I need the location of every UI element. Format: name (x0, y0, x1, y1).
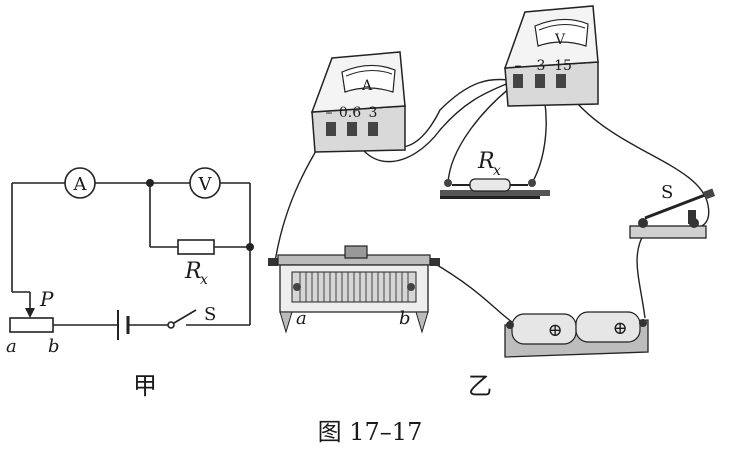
physical-rx-subscript: x (493, 163, 501, 179)
junction-dot (146, 179, 154, 187)
switch-label: S (204, 304, 216, 325)
svg-text:A: A (73, 174, 88, 195)
svg-text:V: V (198, 174, 213, 195)
ammeter-device: A (310, 51, 406, 153)
ammeter-terminal-3: 3 (369, 105, 378, 121)
rheostat-end-a: a (296, 308, 307, 329)
rheostat-symbol (9, 317, 54, 333)
physical-caption: 乙 (468, 372, 492, 400)
schematic-diagram (11, 182, 251, 340)
voltmeter-terminal-neg: – (515, 58, 522, 74)
end-a-label: a (6, 336, 17, 357)
figure-caption: 图 17–17 (318, 418, 423, 446)
battery-pack (504, 311, 649, 358)
slider-label: P (39, 287, 54, 311)
rheostat-end-b: b (399, 308, 411, 329)
rheostat-physical (268, 245, 440, 334)
battery-plus-icon: ⊕ (547, 320, 562, 341)
resistor-rx-symbol (177, 239, 215, 255)
battery-plus-icon: ⊕ (612, 318, 627, 339)
resistor-rx-label: R (184, 259, 202, 284)
voltmeter-face-letter: V (554, 32, 566, 48)
schematic-caption: 甲 (133, 372, 157, 400)
resistor-rx-subscript: x (200, 272, 208, 288)
voltmeter-device: V (503, 5, 599, 107)
slider-arrow-icon (25, 308, 35, 318)
voltmeter-symbol: V (189, 167, 221, 199)
junction-dot (246, 243, 254, 251)
end-b-label: b (48, 336, 60, 357)
physical-rx-label: R (477, 149, 495, 174)
switch-physical (629, 188, 716, 239)
ammeter-terminal-0.6: 0.6 (339, 105, 361, 121)
ammeter-face-letter: A (361, 78, 373, 94)
ammeter-terminal-neg: – (326, 105, 333, 121)
voltmeter-terminal-15: 15 (554, 58, 572, 74)
switch-symbol (167, 309, 197, 329)
resistor-rx-physical (440, 178, 550, 199)
ammeter-symbol: A (64, 167, 96, 199)
voltmeter-terminal-3: 3 (537, 58, 546, 74)
physical-switch-label: S (661, 182, 673, 203)
